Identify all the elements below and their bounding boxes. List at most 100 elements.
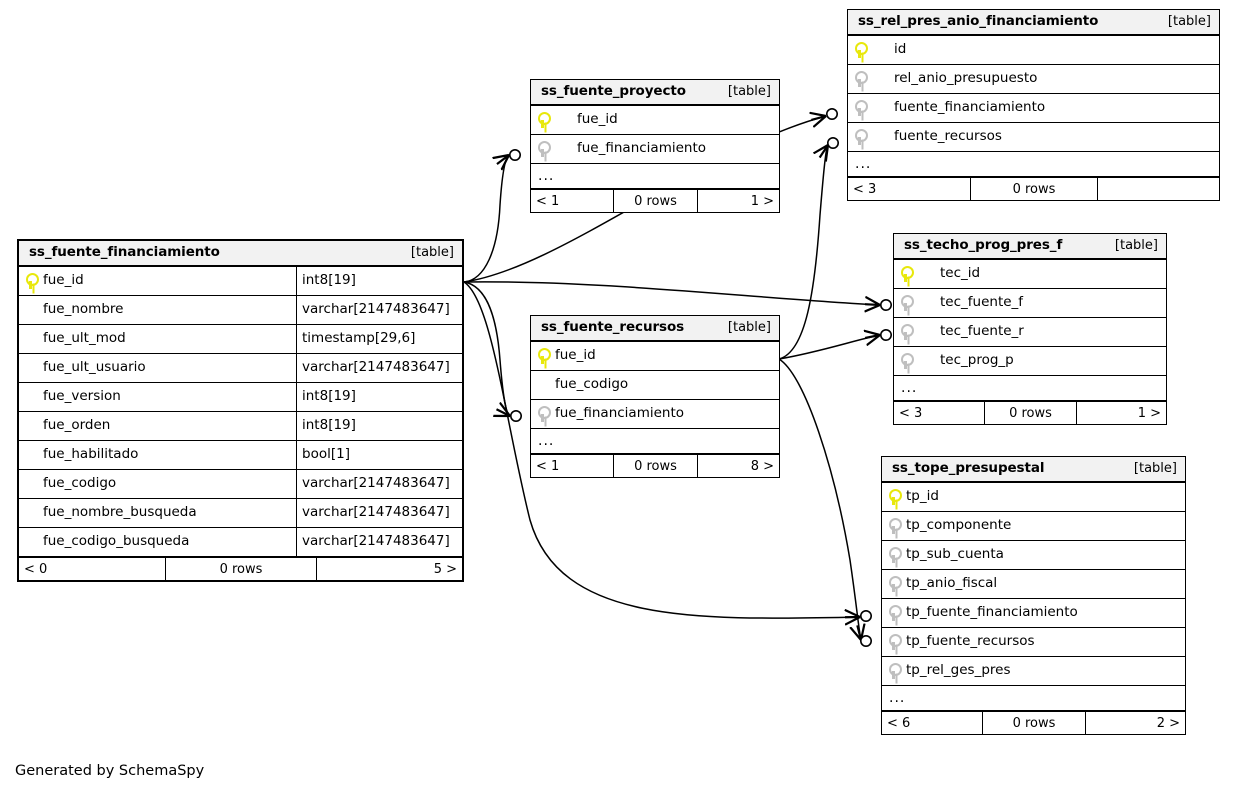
table-row[interactable]: tp_fuente_recursos — [882, 628, 1185, 657]
footer-parent-count[interactable]: < 3 — [899, 405, 923, 421]
table-row[interactable]: id — [848, 36, 1219, 65]
table-row[interactable]: tec_id — [894, 260, 1166, 289]
table-row[interactable]: fue_nombre varchar[2147483647] — [19, 296, 462, 325]
footer-child-count[interactable]: 1 > — [697, 190, 779, 212]
column-name: fue_id — [43, 272, 84, 289]
table-row[interactable]: fue_financiamiento — [531, 400, 779, 429]
footer-child-count[interactable]: 2 > — [1085, 712, 1185, 734]
table-footer: < 1 0 rows 8 > — [531, 454, 779, 477]
table-row[interactable]: fue_codigo_busqueda varchar[2147483647] — [19, 528, 462, 557]
table-ss_fuente_financiamiento[interactable]: ss_fuente_financiamiento [table] fue_id … — [17, 239, 464, 582]
table-footer: < 3 0 rows — [848, 177, 1219, 200]
foreign-key-icon — [855, 100, 868, 116]
table-row[interactable]: fue_id — [531, 342, 779, 371]
foreign-key-icon — [538, 141, 551, 157]
table-footer: < 1 0 rows 1 > — [531, 189, 779, 212]
column-name: fue_financiamiento — [577, 140, 707, 157]
column-name: tec_prog_p — [940, 352, 1014, 369]
column-name: tec_fuente_f — [940, 294, 1024, 311]
table-footer: < 0 0 rows 5 > — [19, 557, 462, 580]
table-type-tag: [table] — [1114, 238, 1158, 253]
footer-child-count[interactable] — [1096, 178, 1219, 200]
table-row[interactable]: tec_fuente_r — [894, 318, 1166, 347]
column-name: fue_nombre_busqueda — [43, 504, 197, 521]
table-header: ss_rel_pres_anio_financiamiento [table] — [848, 10, 1219, 36]
table-ss_tope_presupestal[interactable]: ss_tope_presupestal [table] tp_id tp_com… — [881, 456, 1186, 735]
footer-parent-count[interactable]: < 1 — [536, 458, 560, 474]
primary-key-icon — [855, 42, 868, 58]
column-type: int8[19] — [296, 383, 462, 411]
table-row[interactable]: tp_componente — [882, 512, 1185, 541]
table-footer: < 6 0 rows 2 > — [882, 711, 1185, 734]
table-row[interactable]: tec_fuente_f — [894, 289, 1166, 318]
column-name: tp_rel_ges_pres — [906, 662, 1011, 679]
table-row[interactable]: fuente_recursos — [848, 123, 1219, 152]
table-row[interactable]: fue_id — [531, 106, 779, 135]
cardinality-zero-marker — [859, 634, 872, 647]
footer-row-count: 0 rows — [970, 178, 1096, 200]
column-name: tp_anio_fiscal — [906, 575, 998, 592]
table-ss_rel_pres_anio_financiamiento[interactable]: ss_rel_pres_anio_financiamiento [table] … — [847, 9, 1220, 201]
column-name: tp_sub_cuenta — [906, 546, 1004, 563]
table-row[interactable]: fue_financiamiento — [531, 135, 779, 164]
column-name: fue_financiamiento — [555, 405, 685, 422]
table-row[interactable]: fue_habilitado bool[1] — [19, 441, 462, 470]
edge-financiamiento-to-techo-prog-pres — [463, 281, 880, 305]
column-name: fue_nombre — [43, 301, 124, 318]
table-ss_fuente_proyecto[interactable]: ss_fuente_proyecto [table] fue_id fue_fi… — [530, 79, 780, 213]
primary-key-icon — [538, 348, 551, 364]
table-ss_techo_prog_pres_f[interactable]: ss_techo_prog_pres_f [table] tec_id tec_… — [893, 233, 1167, 425]
edge-recursos-to-rel-pres-anio — [778, 145, 828, 360]
more-columns-indicator: ... — [531, 164, 779, 189]
footer-child-count[interactable]: 1 > — [1076, 402, 1166, 424]
foreign-key-icon — [538, 406, 551, 422]
table-ss_fuente_recursos[interactable]: ss_fuente_recursos [table] fue_id fue_co… — [530, 315, 780, 478]
table-row[interactable]: fue_codigo varchar[2147483647] — [19, 470, 462, 499]
table-row[interactable]: fue_codigo — [531, 371, 779, 400]
column-name: fue_codigo_busqueda — [43, 533, 190, 550]
footer-parent-count[interactable]: < 1 — [536, 193, 560, 209]
table-row[interactable]: tec_prog_p — [894, 347, 1166, 376]
table-title: ss_fuente_recursos — [541, 318, 685, 335]
cardinality-zero-marker — [825, 108, 838, 121]
column-name: tec_id — [940, 265, 981, 282]
foreign-key-icon — [901, 353, 914, 369]
footer-child-count[interactable]: 8 > — [697, 455, 779, 477]
table-row[interactable]: tp_fuente_financiamiento — [882, 599, 1185, 628]
foreign-key-icon — [889, 605, 902, 621]
table-row[interactable]: fue_id int8[19] — [19, 267, 462, 296]
cardinality-zero-marker — [879, 298, 892, 311]
generated-by-caption: Generated by SchemaSpy — [15, 763, 205, 779]
table-row[interactable]: fue_nombre_busqueda varchar[2147483647] — [19, 499, 462, 528]
primary-key-icon — [538, 112, 551, 128]
table-row[interactable]: tp_rel_ges_pres — [882, 657, 1185, 686]
primary-key-icon — [901, 266, 914, 282]
footer-child-count[interactable]: 5 > — [315, 558, 462, 580]
foreign-key-icon — [889, 576, 902, 592]
footer-row-count: 0 rows — [981, 712, 1085, 734]
table-row[interactable]: tp_sub_cuenta — [882, 541, 1185, 570]
table-row[interactable]: fue_orden int8[19] — [19, 412, 462, 441]
table-row[interactable]: tp_id — [882, 483, 1185, 512]
table-type-tag: [table] — [727, 84, 771, 99]
footer-parent-count[interactable]: < 3 — [853, 181, 877, 197]
table-header: ss_fuente_recursos [table] — [531, 316, 779, 342]
column-name: fue_codigo — [43, 475, 117, 492]
table-row[interactable]: fue_ult_usuario varchar[2147483647] — [19, 354, 462, 383]
column-type: varchar[2147483647] — [296, 296, 462, 324]
foreign-key-icon — [889, 547, 902, 563]
footer-parent-count[interactable]: < 6 — [887, 715, 911, 731]
primary-key-icon — [26, 273, 39, 289]
column-name: tp_id — [906, 488, 939, 505]
column-name: fue_orden — [43, 417, 111, 434]
table-row[interactable]: fuente_financiamiento — [848, 94, 1219, 123]
column-name: fue_habilitado — [43, 446, 139, 463]
table-row[interactable]: fue_version int8[19] — [19, 383, 462, 412]
table-row[interactable]: rel_anio_presupuesto — [848, 65, 1219, 94]
column-type: varchar[2147483647] — [296, 499, 462, 527]
table-row[interactable]: tp_anio_fiscal — [882, 570, 1185, 599]
table-row[interactable]: fue_ult_mod timestamp[29,6] — [19, 325, 462, 354]
footer-row-count: 0 rows — [165, 558, 316, 580]
footer-parent-count[interactable]: < 0 — [24, 561, 48, 577]
